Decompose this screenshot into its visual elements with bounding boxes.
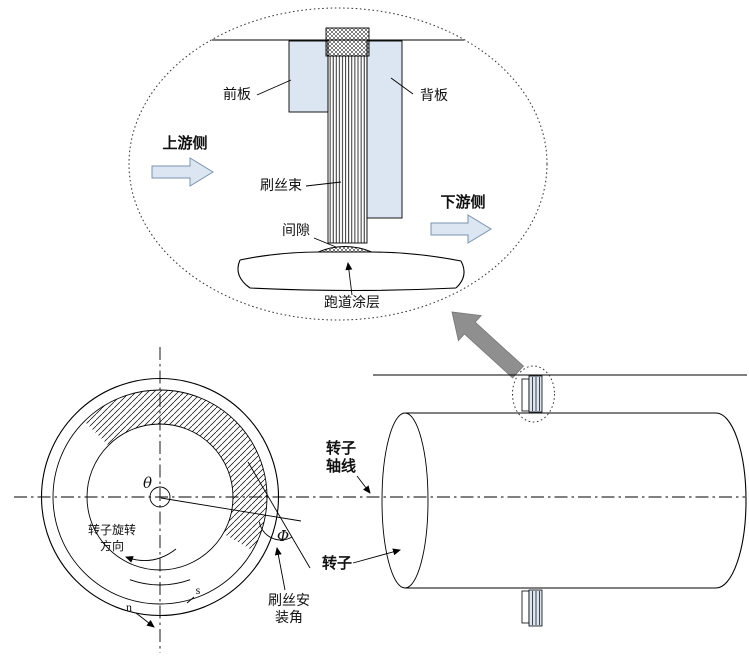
detail-callout-arrow (451, 311, 524, 379)
phi-label: Φ (277, 527, 289, 545)
seal-bristle-lines-bottom (532, 591, 540, 625)
upstream-flow-arrow (151, 157, 214, 187)
clearance-label: 间隙 (282, 223, 310, 239)
rotor-right-end-cap (715, 412, 747, 589)
runway-coating (317, 246, 373, 253)
upstream-label: 上游侧 (162, 134, 207, 152)
n-label: n (126, 600, 132, 614)
rotor-left-end-face (381, 412, 429, 589)
front-plate-leader (256, 79, 292, 96)
weld-clamp (325, 27, 370, 57)
radial-line (160, 497, 302, 522)
rotor-axis-label-2: 轴线 (326, 457, 356, 475)
rotor-side-view: 转子 轴线 转子 (322, 365, 747, 627)
seal-pack-small (528, 375, 543, 413)
bristle-label: 刷丝束 (260, 178, 302, 194)
rotation-direction-label-1: 转子旋转 (88, 522, 136, 537)
seal-detail-view: 前板 背板 上游侧 刷丝束 下游侧 间隙 跑道涂层 (128, 7, 548, 321)
front-plate-label: 前板 (223, 86, 251, 103)
back-plate-leader (390, 77, 414, 95)
rotor-surface (237, 251, 465, 292)
s-label: s (196, 583, 201, 597)
theta-label: θ (143, 474, 152, 492)
rotor-axis-arrow (356, 475, 371, 494)
back-plate-label: 背板 (420, 88, 448, 104)
detail-callout-ellipse (128, 7, 548, 321)
rotation-direction-label-2: 方向 (100, 538, 124, 553)
seal-pack-small-bottom (528, 589, 543, 627)
phi-angle-arc (258, 521, 293, 541)
clearance-leader (313, 237, 337, 248)
brush-seal-symbol-top (521, 375, 543, 413)
bristle-tangent-line (247, 461, 311, 569)
front-plate (288, 40, 329, 113)
rotor-axis-label-1: 转子 (326, 439, 356, 457)
seal-callout-circle (512, 365, 555, 423)
install-angle-arrow (274, 547, 286, 591)
brush-seal-symbol-bottom (521, 589, 543, 627)
seal-front-view: θ 转子旋转 方向 Φ s n 刷丝安 装角 (40, 347, 311, 653)
bristle-leader (305, 181, 342, 187)
coating-arrow (345, 262, 353, 296)
n-arrow (135, 612, 155, 628)
downstream-label: 下游侧 (440, 193, 485, 211)
center-circle (149, 486, 171, 508)
rotation-direction-arrow (125, 548, 177, 563)
seal-front-plate-small-bottom (521, 590, 530, 624)
bristle-hatch-region (84, 389, 268, 551)
coating-label: 跑道涂层 (324, 295, 380, 311)
rotor-arrow (352, 548, 401, 564)
outer-ring-circle (40, 377, 280, 617)
seal-bristle-lines-top (532, 377, 540, 411)
install-angle-label-2: 装角 (275, 610, 303, 626)
s-tick (186, 596, 195, 604)
seal-front-plate-small (521, 378, 530, 412)
bristle-length-arc (129, 579, 191, 586)
bristle-pack (327, 55, 368, 244)
back-plate (366, 40, 403, 219)
rotor-label: 转子 (322, 554, 352, 572)
downstream-flow-arrow (430, 214, 492, 244)
install-angle-label-1: 刷丝安 (268, 593, 310, 609)
